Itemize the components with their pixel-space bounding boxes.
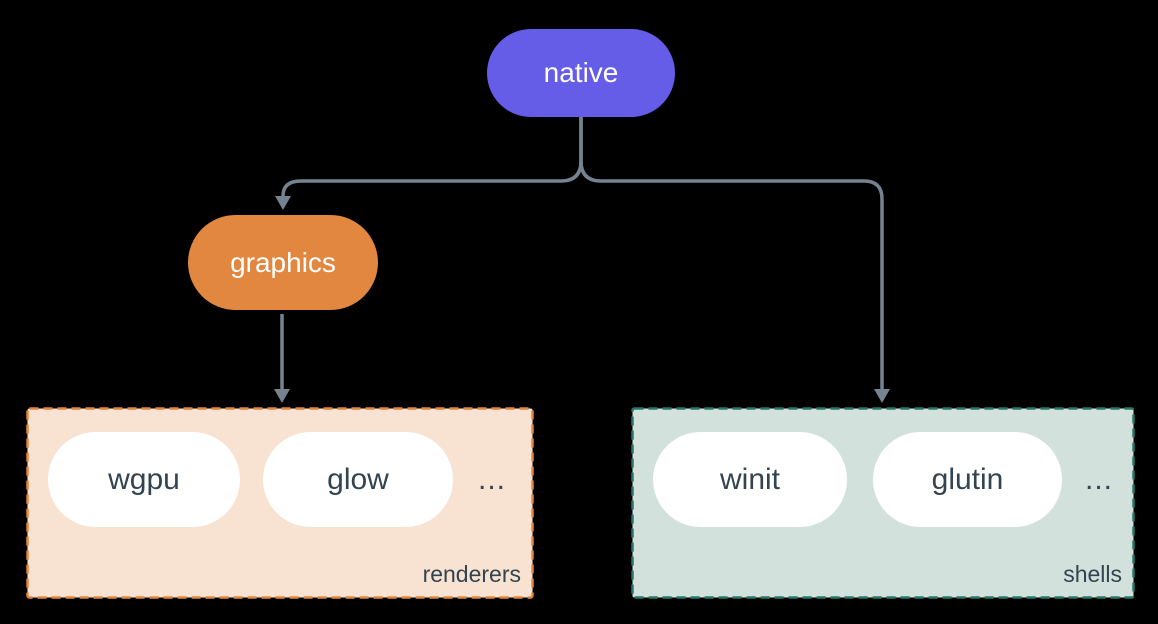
node-wgpu: wgpu [48, 432, 240, 527]
node-glutin-label: glutin [931, 462, 1004, 496]
group-renderers: wgpu glow ... renderers [26, 407, 534, 599]
arrowhead-graphics-renderers [274, 389, 290, 403]
node-graphics: graphics [188, 215, 378, 310]
group-shells: winit glutin ... shells [631, 407, 1135, 599]
arrowhead-native-shells [874, 389, 890, 403]
renderers-ellipsis: ... [477, 462, 506, 496]
node-native: native [487, 29, 675, 117]
renderers-group-label: renderers [422, 561, 521, 587]
shells-ellipsis: ... [1084, 462, 1113, 496]
edge-native-shells [579, 117, 884, 390]
node-graphics-label: graphics [230, 246, 336, 278]
edge-native-graphics [281, 117, 583, 197]
node-native-label: native [543, 57, 619, 88]
arrowhead-native-graphics [275, 196, 291, 210]
node-glutin: glutin [873, 432, 1062, 527]
node-winit: winit [653, 432, 847, 527]
node-glow: glow [263, 432, 453, 527]
shells-group-label: shells [1063, 561, 1122, 587]
node-glow-label: glow [327, 462, 389, 496]
node-winit-label: winit [719, 462, 780, 496]
node-wgpu-label: wgpu [108, 462, 180, 496]
